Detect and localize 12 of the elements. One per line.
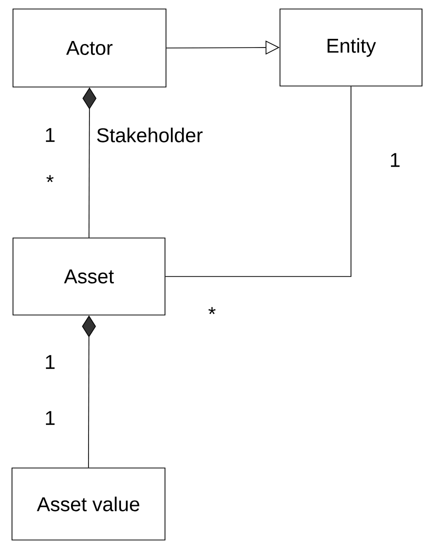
edge-label: Stakeholder xyxy=(95,126,204,144)
class-box: Entity xyxy=(280,8,422,86)
multiplicity: 1 xyxy=(46,355,55,369)
multiplicity: * xyxy=(46,175,54,182)
class-box: Asset value xyxy=(12,468,166,540)
multiplicity: * xyxy=(208,307,216,314)
multiplicity: 1 xyxy=(46,128,55,142)
multiplicity: 1 xyxy=(46,411,55,425)
class-box: Actor xyxy=(12,8,166,88)
multiplicity: 1 xyxy=(390,153,400,167)
class-box: Asset xyxy=(12,238,166,316)
connector xyxy=(165,86,352,277)
